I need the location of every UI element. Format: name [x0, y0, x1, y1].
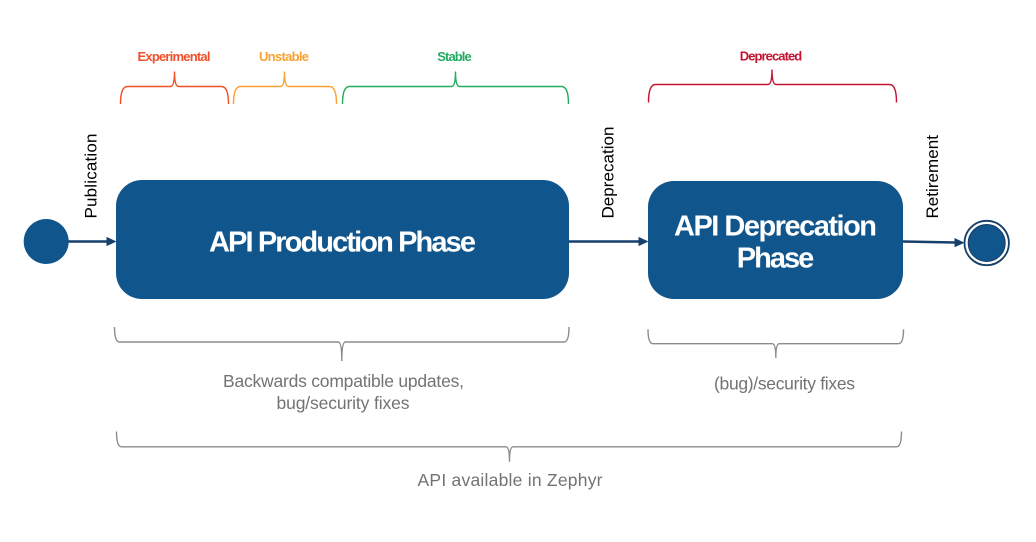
svg-text:API Production Phase: API Production Phase — [209, 227, 476, 259]
svg-text:Backwards compatible updates,: Backwards compatible updates, — [223, 371, 464, 391]
svg-text:(bug)/security fixes: (bug)/security fixes — [714, 374, 855, 394]
svg-text:Deprecated: Deprecated — [740, 49, 803, 64]
svg-text:Experimental: Experimental — [138, 49, 211, 64]
svg-text:API available in Zephyr: API available in Zephyr — [418, 470, 603, 490]
svg-text:Deprecation: Deprecation — [599, 127, 618, 219]
svg-text:Stable: Stable — [437, 49, 472, 64]
svg-text:Unstable: Unstable — [259, 49, 309, 64]
svg-text:Publication: Publication — [81, 134, 100, 219]
svg-text:Phase: Phase — [737, 243, 815, 275]
svg-text:Retirement: Retirement — [923, 135, 942, 219]
svg-text:bug/security fixes: bug/security fixes — [277, 393, 410, 413]
svg-text:API Deprecation: API Deprecation — [674, 211, 877, 243]
